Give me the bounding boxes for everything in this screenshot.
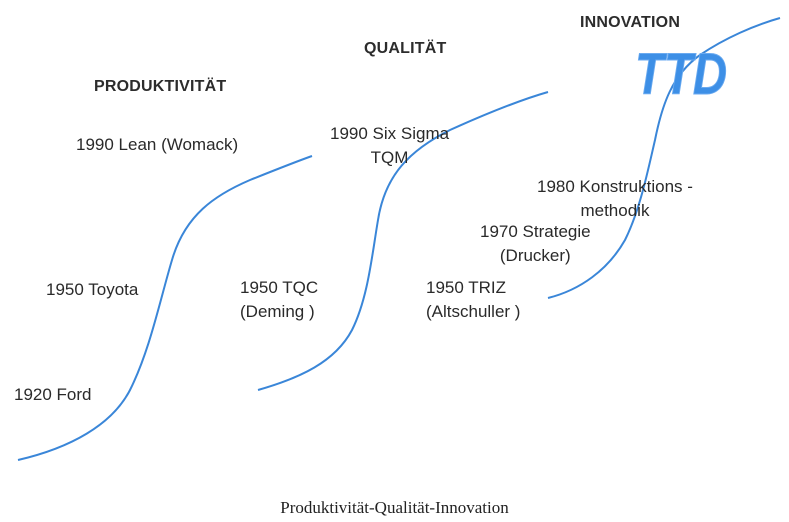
milestone-toyota: 1950 Toyota [46, 280, 139, 299]
milestone-konstruktion-line2: methodik [580, 201, 650, 220]
milestone-tqc-line1: 1950 TQC [240, 278, 319, 297]
milestone-konstruktion-line1: 1980 Konstruktions - [537, 177, 693, 196]
milestone-konstruktion: 1980 Konstruktions - methodik [537, 175, 693, 223]
milestone-strategie-line2: (Drucker) [499, 246, 571, 265]
heading-quality: QUALITÄT [364, 40, 447, 57]
figure-caption: Produktivität-Qualität-Innovation [280, 498, 509, 517]
milestone-triz-line1: 1950 TRIZ [426, 278, 507, 297]
ttd-logo: TTD [635, 42, 728, 103]
milestone-tqc-line2: (Deming ) [240, 302, 315, 321]
milestone-lean: 1990 Lean (Womack) [76, 135, 239, 154]
productivity-curve [17, 155, 313, 461]
quality-curve [257, 91, 549, 391]
heading-productivity: PRODUKTIVITÄT [94, 78, 227, 95]
milestone-tqc: 1950 TQC (Deming ) [240, 276, 318, 324]
heading-innovation: INNOVATION [580, 14, 681, 31]
milestone-ford: 1920 Ford [14, 385, 92, 404]
milestone-six-sigma-line2: TQM [370, 148, 409, 167]
milestone-six-sigma: 1990 Six Sigma TQM [330, 122, 449, 170]
milestone-strategie: 1970 Strategie (Drucker) [480, 220, 591, 268]
innovation-curve [547, 17, 781, 299]
milestone-triz: 1950 TRIZ (Altschuller ) [426, 276, 520, 324]
svg-text:TTD: TTD [635, 42, 727, 102]
milestone-six-sigma-line1: 1990 Six Sigma [330, 124, 450, 143]
milestone-strategie-line1: 1970 Strategie [480, 222, 591, 241]
milestone-triz-line2: (Altschuller ) [426, 302, 521, 321]
